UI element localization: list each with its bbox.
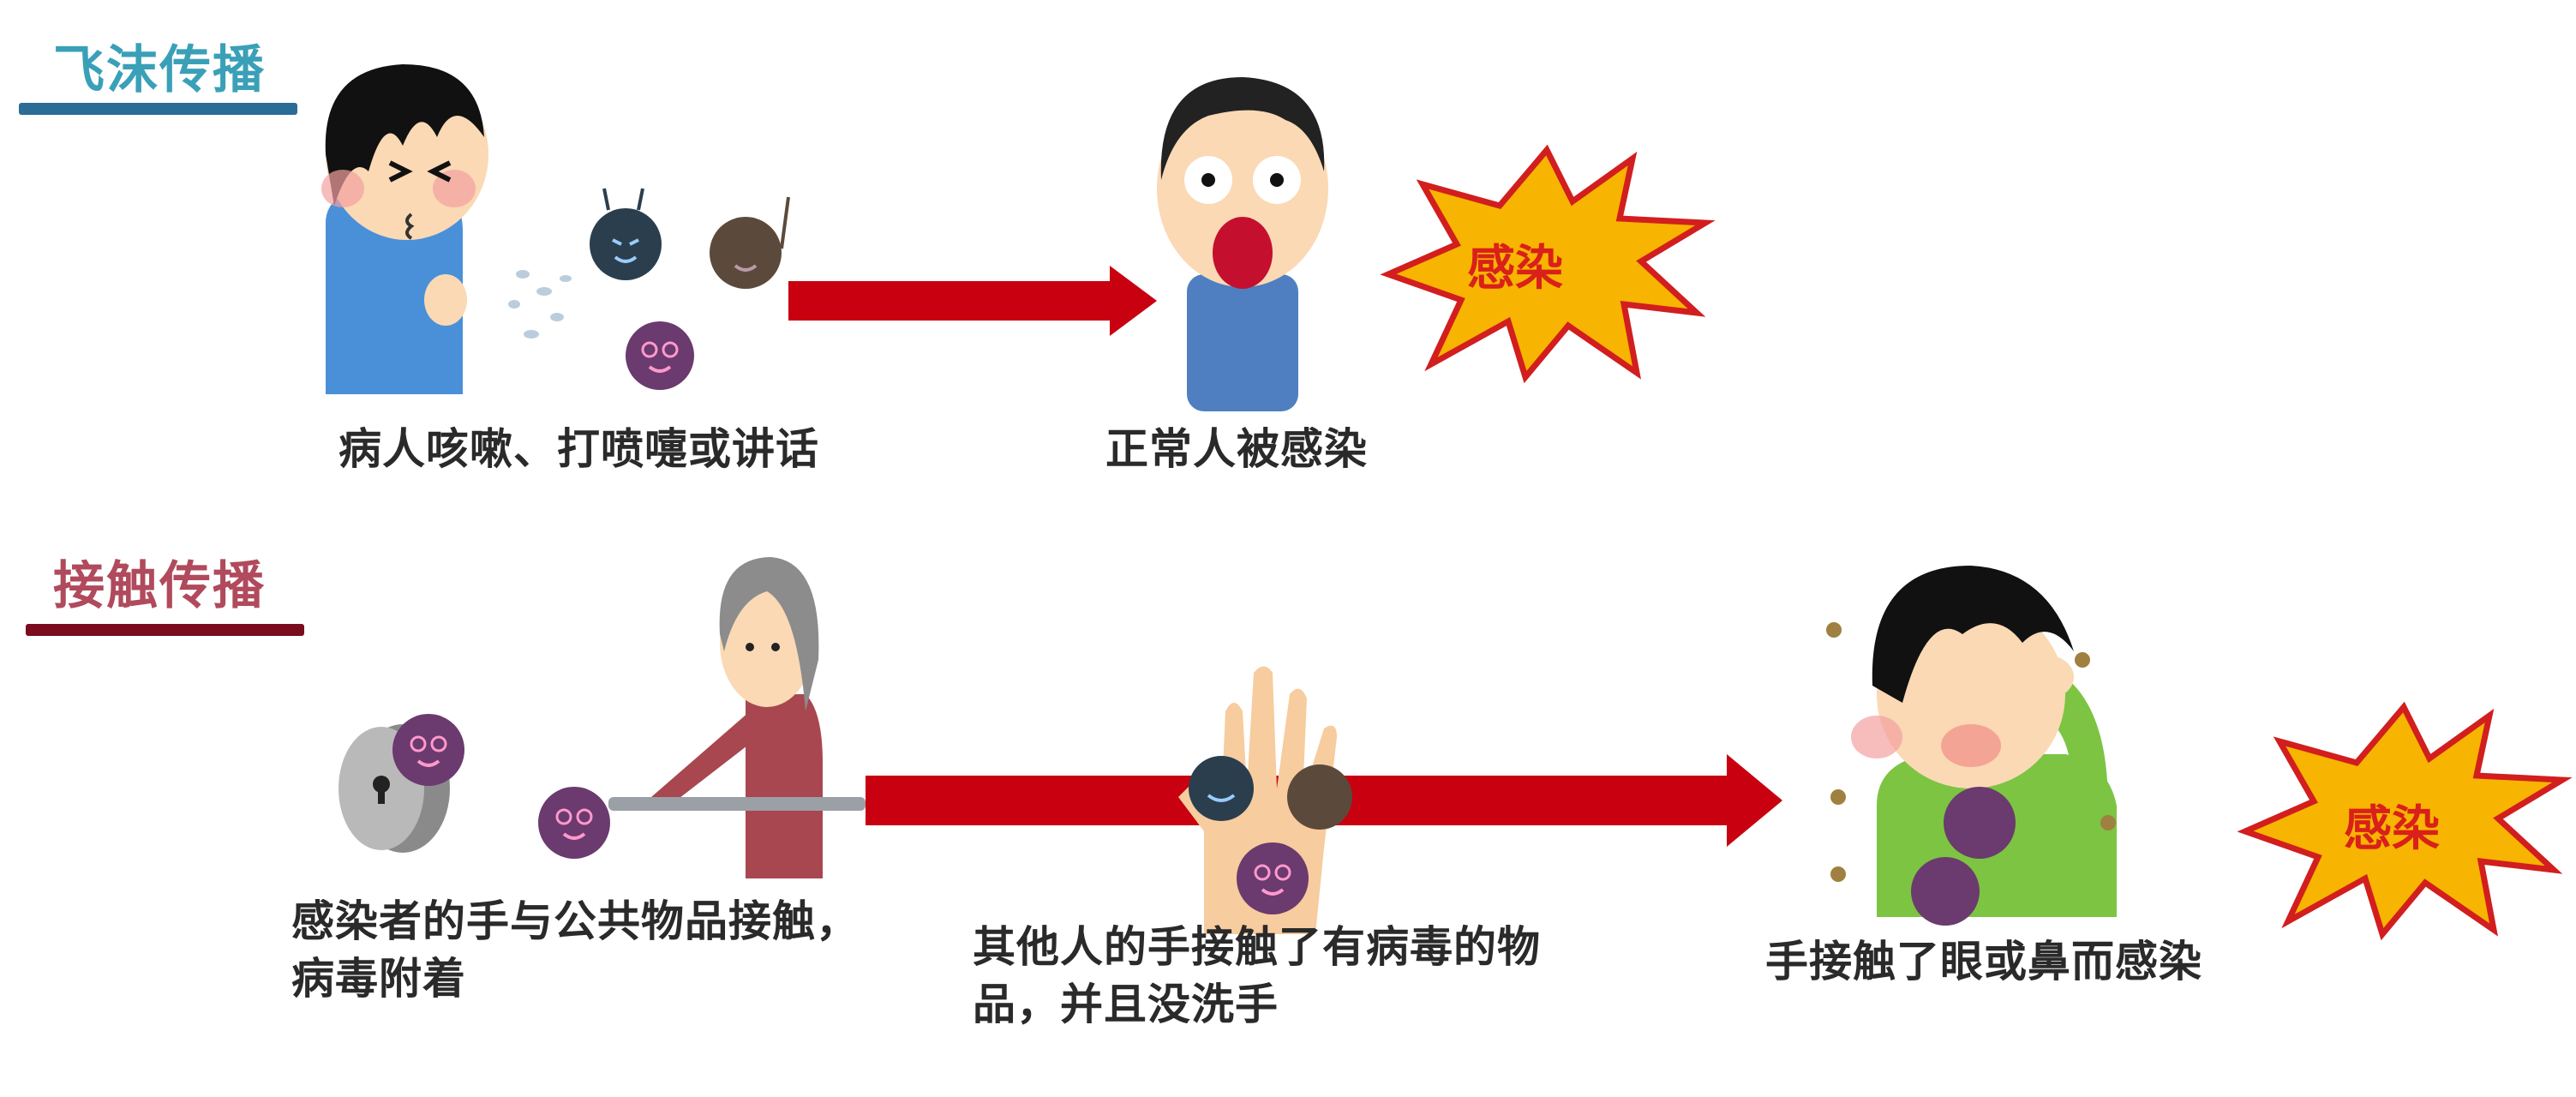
virus-navy-icon [590, 188, 662, 280]
caption-others-hand-line2: 品，并且没洗手 [973, 980, 1279, 1029]
section-underline-contact [26, 624, 304, 636]
elderly-woman-illustration [608, 557, 866, 878]
caption-patient-coughing: 病人咳嗽、打喷嚏或讲话 [338, 424, 819, 474]
virus-brown-on-hand-icon [1287, 764, 1352, 830]
section-title-contact: 接触传播 [53, 556, 266, 616]
boy-touching-face-illustration [1826, 566, 2117, 926]
infection-burst-badge-2 [2237, 701, 2573, 941]
virus-navy-on-hand-icon [1189, 756, 1254, 821]
virus-purple-on-hand-icon [1237, 842, 1309, 914]
surprised-man-illustration [1157, 77, 1328, 411]
caption-infected-hand-line2: 病毒附着 [291, 954, 466, 1004]
virus-purple-on-handrail-icon [538, 787, 610, 859]
virus-purple-on-knob-icon [392, 714, 464, 786]
infection-badge-text-2: 感染 [2344, 801, 2440, 857]
caption-infected-hand-line1: 感染者的手与公共物品接触， [291, 896, 860, 946]
infection-burst-badge-1 [1380, 144, 1716, 384]
caption-others-hand-line1: 其他人的手接触了有病毒的物 [973, 922, 1541, 972]
caption-touch-eye-nose: 手接触了眼或鼻而感染 [1765, 937, 2202, 986]
droplet-spray-icon [508, 270, 572, 339]
coughing-boy-illustration [321, 64, 488, 394]
caption-healthy-infected: 正常人被感染 [1105, 424, 1368, 474]
virus-brown-icon [710, 196, 790, 289]
contaminated-hand-illustration [1178, 666, 1352, 934]
infection-badge-text-1: 感染 [1467, 241, 1563, 297]
section-underline-droplet [19, 103, 297, 115]
transmission-arrow-1 [788, 266, 1157, 336]
section-title-droplet: 飞沫传播 [53, 40, 266, 100]
virus-purple-icon [626, 321, 694, 390]
